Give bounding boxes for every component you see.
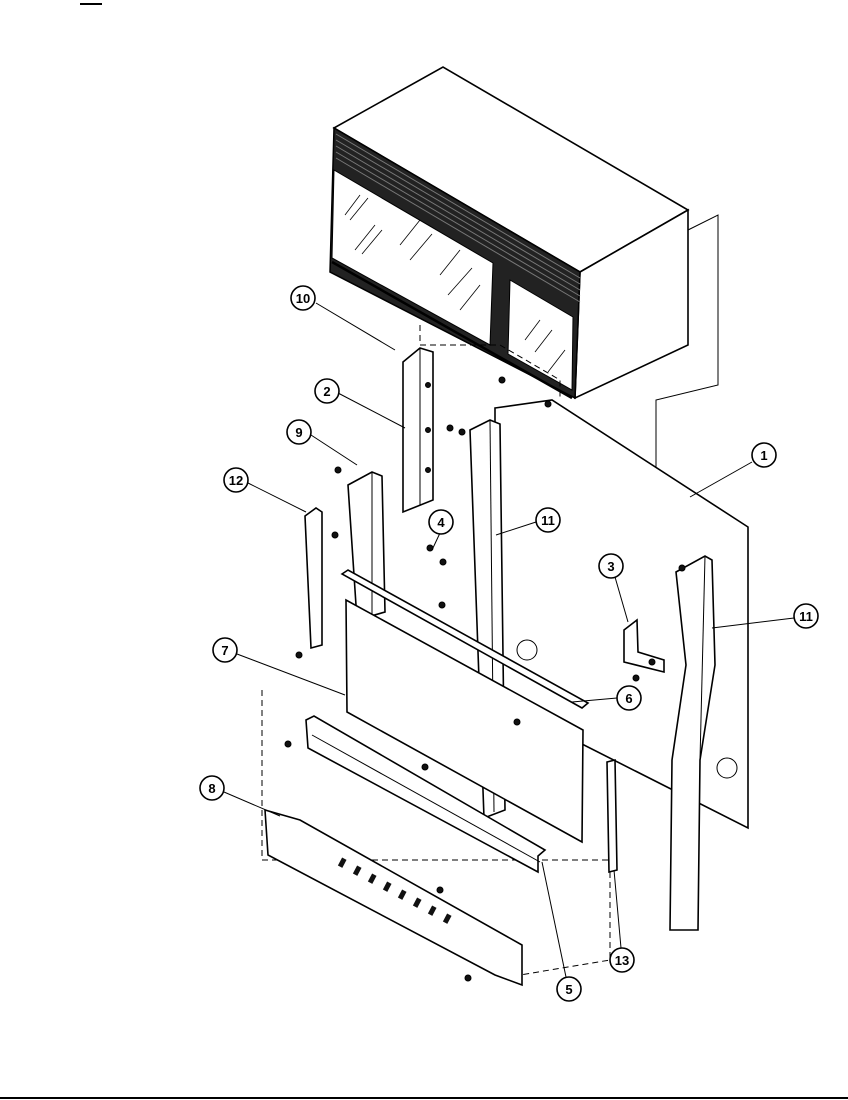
callout-label: 2 — [323, 384, 330, 399]
callout-6: 6 — [571, 685, 642, 711]
callout-5: 5 — [541, 861, 582, 1002]
callout-11-left: 11 — [495, 507, 561, 536]
callout-label: 9 — [295, 425, 302, 440]
callout-2: 2 — [314, 378, 406, 429]
knockout-hole — [516, 639, 538, 661]
callout-8: 8 — [199, 775, 281, 817]
callout-label: 7 — [221, 643, 228, 658]
callout-13: 13 — [609, 869, 635, 973]
callout-10: 10 — [290, 285, 396, 351]
callout-label: 3 — [607, 559, 614, 574]
callout-label: 12 — [229, 473, 243, 488]
bar-part-6 — [340, 569, 590, 709]
side-rail-part-11-right — [669, 555, 716, 931]
callout-label: 11 — [799, 609, 813, 624]
panel-part-7 — [345, 598, 584, 844]
callout-7: 7 — [212, 637, 346, 696]
callout-11-right: 11 — [711, 603, 819, 629]
callout-4: 4 — [428, 509, 454, 551]
callout-label: 4 — [437, 515, 445, 530]
callout-9: 9 — [286, 419, 358, 466]
bracket-part-3 — [623, 618, 665, 674]
callout-label: 13 — [615, 953, 629, 968]
screws — [284, 376, 686, 982]
callout-label: 8 — [208, 781, 215, 796]
callout-3: 3 — [598, 553, 629, 623]
callout-1: 1 — [689, 442, 777, 498]
front-panel-part-8 — [264, 808, 523, 987]
callout-label: 10 — [296, 291, 310, 306]
callout-label: 5 — [565, 982, 572, 997]
strip-part-13 — [606, 758, 618, 874]
knockout-hole — [716, 757, 738, 779]
callout-label: 6 — [625, 691, 632, 706]
callout-label: 11 — [541, 513, 555, 528]
callout-label: 1 — [760, 448, 767, 463]
strip-part-12 — [304, 507, 323, 650]
air-conditioner-unit — [329, 66, 690, 400]
callout-12: 12 — [223, 467, 307, 513]
louver-slots — [337, 857, 452, 924]
channel-part-5 — [305, 715, 547, 874]
bracket-part-9 — [347, 471, 386, 622]
